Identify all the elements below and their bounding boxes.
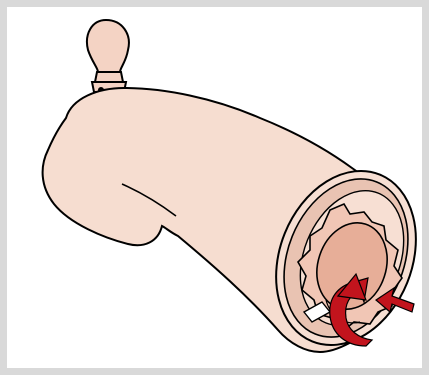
- diverter-knob: [87, 20, 129, 93]
